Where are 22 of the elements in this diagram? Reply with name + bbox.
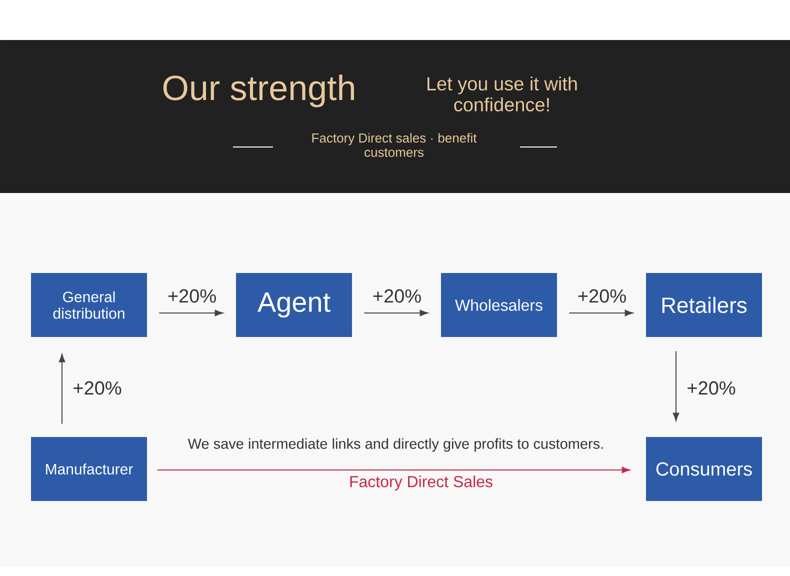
process-box: Manufacturer	[31, 437, 147, 501]
edge-label: Factory Direct Sales	[347, 474, 495, 492]
edge-label: +20%	[71, 380, 124, 396]
tagline: Let you use it with confidence!	[428, 76, 577, 112]
process-box: Consumers	[646, 437, 762, 501]
edge-label: +20%	[370, 288, 424, 304]
process-box: Retailers	[646, 273, 762, 337]
arrow	[568, 310, 634, 316]
process-box: Wholesalers	[441, 273, 557, 337]
title: Our strength	[163, 74, 354, 108]
arrow	[158, 310, 224, 316]
note-text: We save intermediate links and directly give profits to customers.	[188, 438, 603, 452]
arrow	[364, 310, 428, 316]
arrow	[58, 354, 66, 424]
edge-label: +20%	[166, 288, 218, 304]
process-box: Agent	[236, 273, 352, 337]
process-box: General distribution	[31, 273, 147, 337]
arrow	[672, 350, 680, 422]
edge-label: +20%	[576, 288, 628, 304]
arrow	[156, 466, 630, 474]
edge-label: +20%	[685, 380, 738, 396]
subtitle: Factory Direct sales · benefit customers	[312, 133, 477, 157]
